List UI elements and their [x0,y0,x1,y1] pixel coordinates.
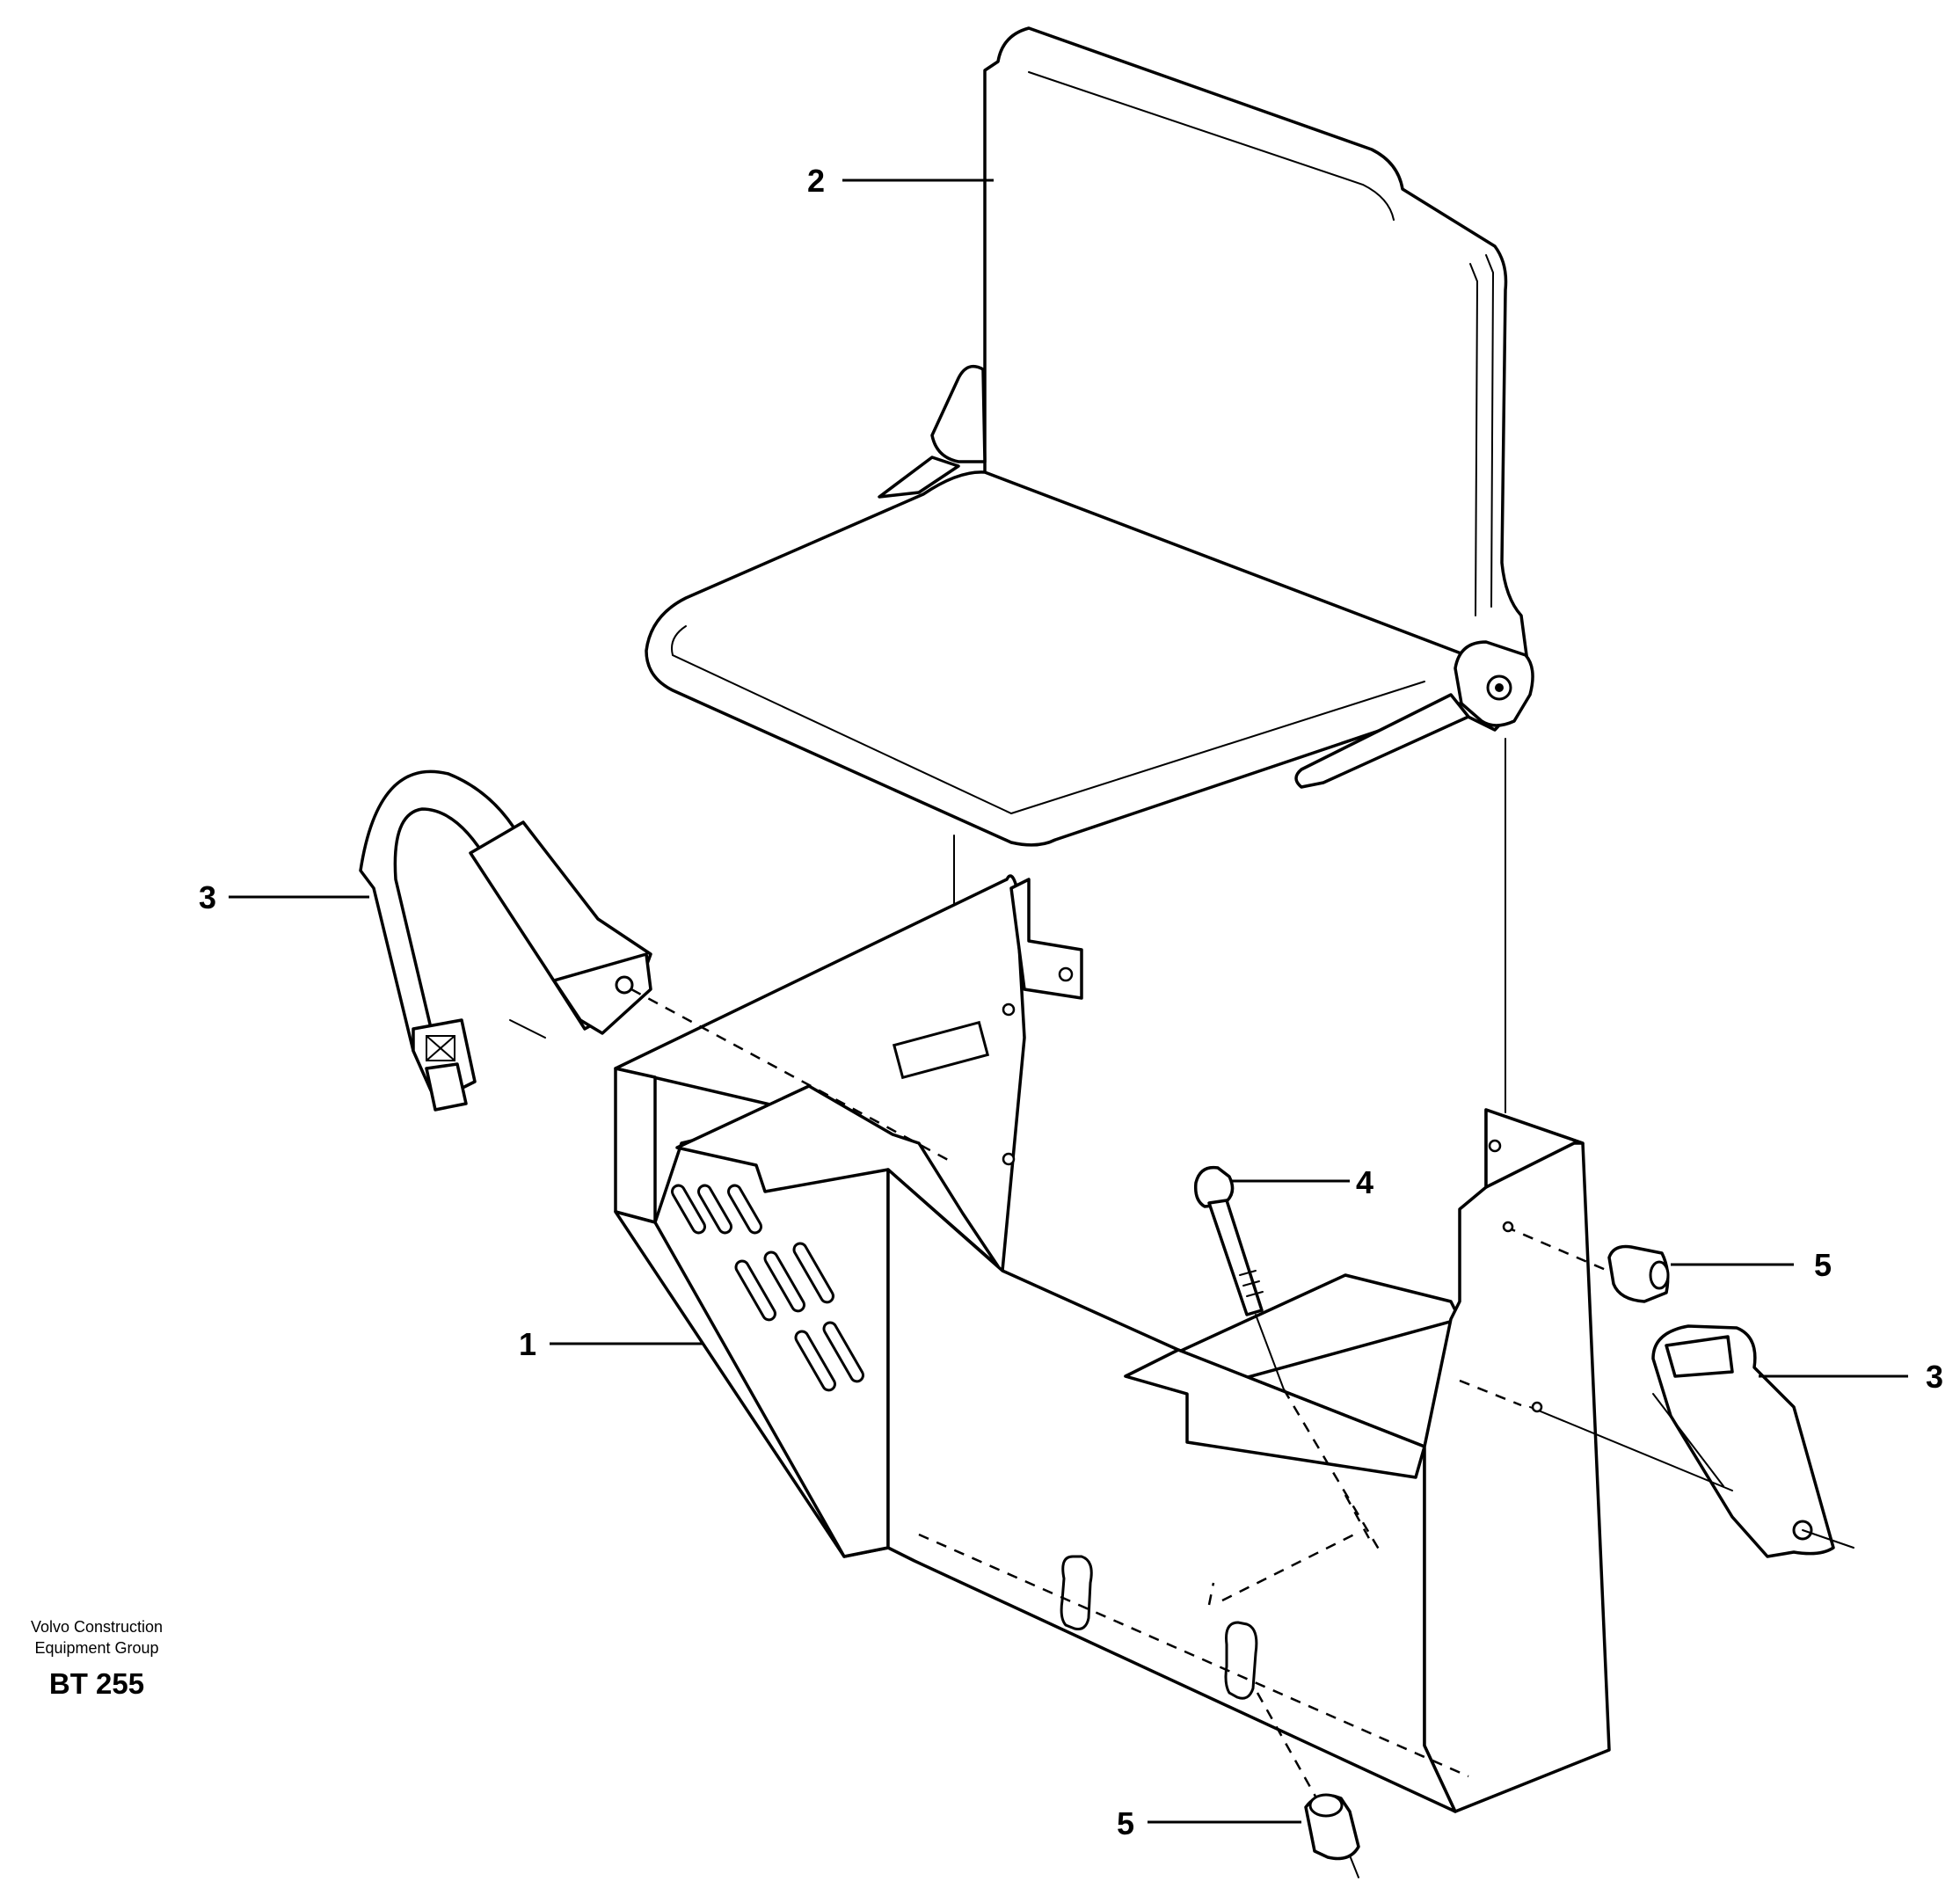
bolt-part [1193,1165,1382,1553]
callout-5-top: 5 [1814,1247,1832,1283]
callout-3-left: 3 [199,879,216,915]
seat-frame-part [614,874,1611,1813]
nut-lower-part [1256,1692,1360,1878]
publisher-credit: Volvo Construction Equipment Group BT 25… [9,1616,185,1701]
nut-upper-part [1502,1221,1670,1303]
callout-1: 1 [519,1326,536,1362]
seat-belt-buckle-part [1459,1324,1854,1558]
credit-line-1: Volvo Construction [30,1618,164,1636]
callout-5-bottom: 5 [1117,1805,1134,1841]
credit-line-2: Equipment Group [34,1639,159,1657]
callout-4: 4 [1356,1164,1373,1200]
callout-3-right: 3 [1926,1359,1943,1395]
seat-part [645,26,1534,847]
callout-2: 2 [807,163,825,199]
figure-code: BT 255 [48,1667,145,1700]
seat-belt-strap-part [359,769,951,1163]
